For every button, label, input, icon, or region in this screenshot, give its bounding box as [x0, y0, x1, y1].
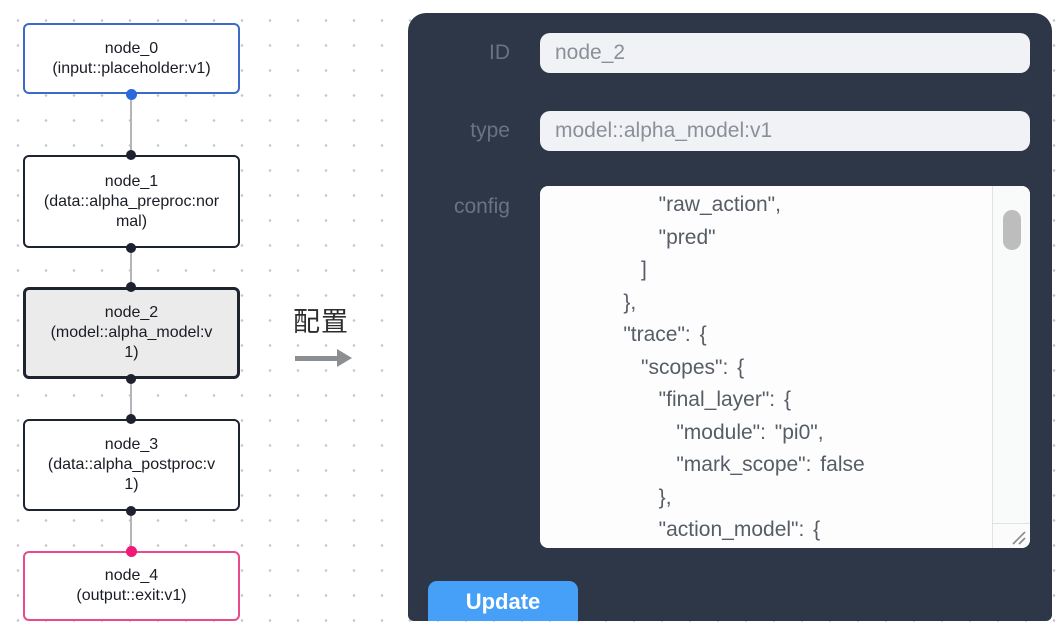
edge-node1-node2: [130, 248, 132, 287]
annotation-label: 配置: [293, 307, 349, 337]
config-json-text: "raw_action", "pred" ] }, "trace": { "sc…: [623, 193, 865, 541]
resize-handle-icon[interactable]: [1011, 531, 1027, 545]
node-type-label: (model::alpha_model:v1): [50, 324, 213, 361]
node-type-label: (output::exit:v1): [76, 587, 187, 604]
port-node0-output-icon[interactable]: [126, 89, 137, 100]
node-id-label: node_2: [104, 304, 159, 321]
node-config-panel: ID type config "raw_action", "pred" ] },…: [408, 13, 1052, 621]
node-node_4[interactable]: node_4 (output::exit:v1): [23, 551, 240, 621]
node-node_0[interactable]: node_0 (input::placeholder:v1): [23, 23, 240, 94]
node-id-label: node_1: [104, 172, 159, 190]
config-scrollbar-track[interactable]: [992, 186, 1030, 523]
config-scrollbar-thumb[interactable]: [1003, 210, 1021, 250]
config-textarea[interactable]: "raw_action", "pred" ] }, "trace": { "sc…: [540, 186, 1030, 548]
node-type-label: (input::placeholder:v1): [52, 59, 211, 77]
node-node_3[interactable]: node_3 (data::alpha_postproc:v1): [23, 419, 240, 511]
port-node2-output-icon[interactable]: [126, 374, 136, 384]
id-input[interactable]: [540, 33, 1030, 73]
config-annotation: 配置: [293, 300, 357, 368]
node-id-label: node_0: [104, 39, 159, 57]
edge-node3-node4: [130, 511, 132, 551]
edge-node2-node3: [130, 379, 132, 419]
config-field-label: config: [453, 195, 510, 218]
node-node_2[interactable]: node_2 (model::alpha_model:v1): [23, 287, 240, 379]
node-type-label: (data::alpha_postproc:v1): [47, 456, 216, 493]
node-id-label: node_3: [104, 436, 159, 453]
edge-node0-node1: [130, 94, 132, 155]
node-node_1[interactable]: node_1 (data::alpha_preproc:normal): [23, 155, 240, 248]
port-node3-input-icon[interactable]: [126, 414, 136, 424]
node-type-label: (data::alpha_preproc:normal): [43, 192, 220, 230]
update-button[interactable]: Update: [428, 581, 578, 621]
port-node1-input-icon[interactable]: [126, 150, 136, 160]
type-input[interactable]: [540, 111, 1030, 151]
textarea-resize-corner: [992, 523, 1030, 548]
arrow-right-icon: [293, 348, 353, 368]
port-node2-input-icon[interactable]: [126, 282, 136, 292]
type-field-label: type: [470, 119, 510, 142]
port-node3-output-icon[interactable]: [126, 506, 136, 516]
node-id-label: node_4: [104, 567, 159, 584]
port-node1-output-icon[interactable]: [126, 243, 136, 253]
port-node4-input-icon[interactable]: [126, 546, 137, 557]
id-field-label: ID: [489, 41, 510, 64]
